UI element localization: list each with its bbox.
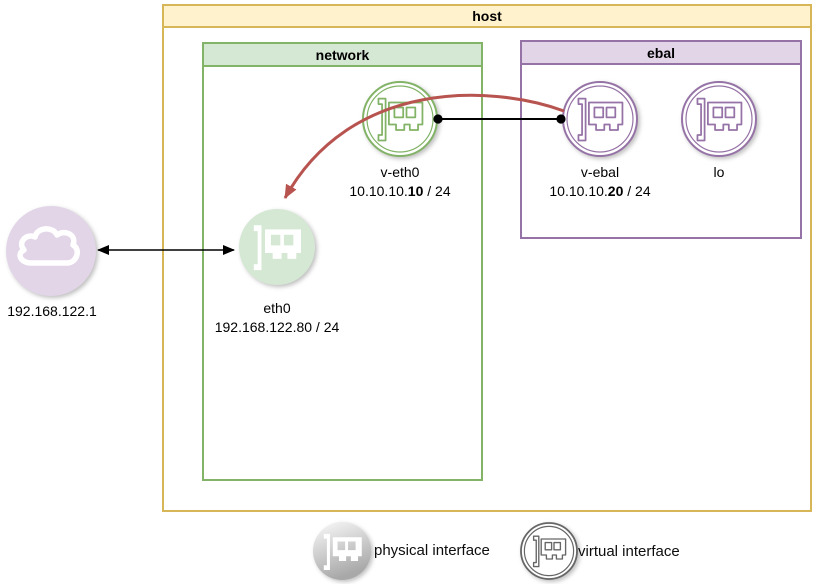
interface-name: eth0	[263, 300, 291, 316]
network-namespace-container: network	[202, 42, 483, 481]
legend-physical-node	[313, 522, 371, 580]
interface-ip: 10.10.10.20 / 24	[549, 183, 651, 199]
interface-name: v-ebal	[580, 164, 620, 180]
network-card-icon	[577, 97, 624, 142]
cloud-label: 192.168.122.1	[0, 302, 104, 321]
network-card-icon	[253, 225, 302, 271]
ebal-title: ebal	[522, 42, 800, 65]
interface-name: v-eth0	[380, 164, 420, 180]
cloud-ip: 192.168.122.1	[7, 303, 97, 319]
veth0-node	[362, 81, 438, 157]
lo-node	[681, 81, 757, 157]
vebal-label: v-ebal 10.10.10.20 / 24	[520, 163, 680, 201]
interface-name: lo	[713, 164, 725, 180]
cloud-icon	[17, 226, 80, 266]
vebal-node	[562, 81, 638, 157]
legend-virtual-node	[520, 522, 578, 580]
host-container: host	[162, 4, 812, 512]
network-title: network	[204, 44, 481, 67]
lo-label: lo	[679, 163, 759, 182]
network-card-icon	[696, 97, 743, 142]
network-card-icon	[323, 533, 362, 571]
interface-ip: 10.10.10.10 / 24	[349, 183, 451, 199]
veth0-label: v-eth0 10.10.10.10 / 24	[320, 163, 480, 201]
interface-ip: 192.168.122.80 / 24	[214, 319, 340, 335]
legend-virtual-label: virtual interface	[578, 543, 680, 560]
network-card-icon	[532, 535, 567, 568]
eth0-label: eth0 192.168.122.80 / 24	[197, 299, 357, 337]
cloud-node	[6, 206, 96, 296]
legend-physical-label: physical interface	[374, 542, 490, 559]
eth0-node	[239, 209, 315, 285]
host-title: host	[164, 6, 810, 28]
